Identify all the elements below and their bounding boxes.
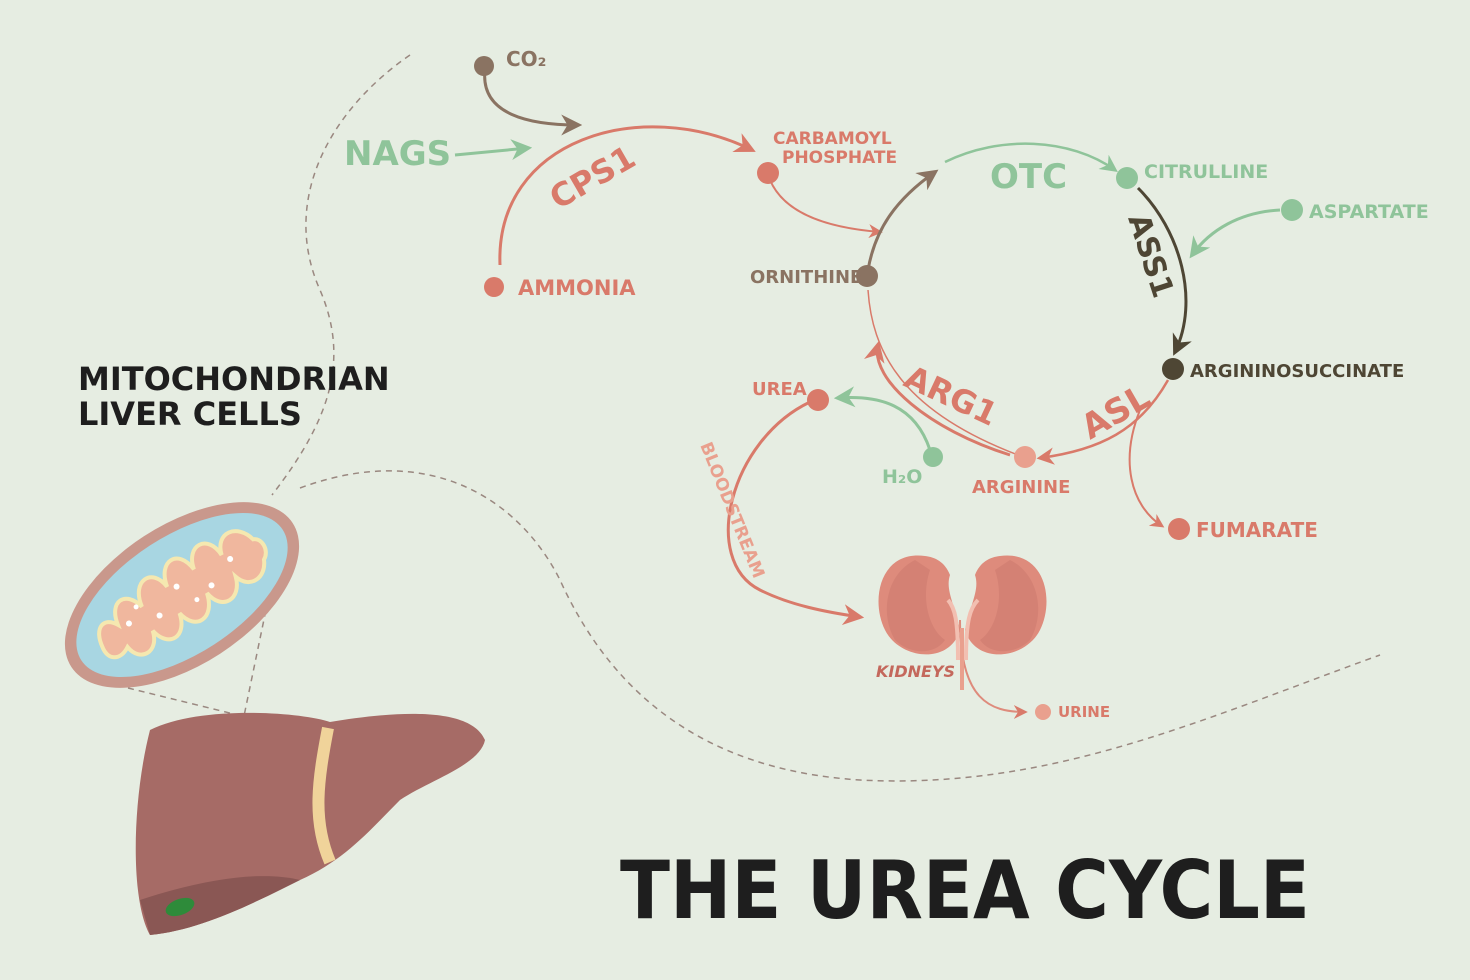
argininosuccinate-node	[1162, 358, 1184, 380]
enzyme-ass1: ASS1	[1120, 210, 1180, 303]
aspartate-arrow	[1189, 208, 1281, 259]
carbamoyl-node	[757, 162, 779, 184]
co2-arrow	[483, 69, 583, 136]
carbamoyl-arrow	[769, 179, 883, 239]
arginine-label: ARGININE	[972, 477, 1070, 498]
bloodstream-arrow	[726, 400, 865, 626]
citrulline-label: CITRULLINE	[1144, 161, 1268, 183]
ammonia-label: AMMONIA	[518, 276, 636, 300]
enzyme-asl: ASL	[1075, 377, 1158, 448]
nags-arrow	[454, 139, 533, 161]
cps1-arrow	[498, 125, 756, 266]
enzyme-otc: OTC	[990, 157, 1067, 197]
mitochondrion-illustration	[64, 502, 300, 688]
enzyme-nags: NAGS	[344, 134, 451, 174]
co2-label: CO₂	[506, 47, 546, 71]
h2o-node	[923, 447, 943, 467]
h2o-urea-arrow	[833, 386, 932, 451]
otc-arrow	[944, 142, 1118, 173]
h2o-label: H₂O	[882, 466, 922, 488]
metabolite-nodes	[474, 56, 1303, 720]
liver-illustration	[135, 712, 485, 935]
dashed-connector-lines	[127, 54, 1381, 782]
fumarate-node	[1168, 518, 1190, 540]
urea-node	[807, 389, 829, 411]
urine-node	[1035, 704, 1051, 720]
ornithine-arrow	[866, 169, 939, 271]
carbamoyl-label-2: PHOSPHATE	[782, 148, 897, 168]
argininosuccinate-label: ARGININOSUCCINATE	[1190, 361, 1404, 382]
citrulline-node	[1116, 167, 1138, 189]
ornithine-label: ORNITHINE	[750, 267, 862, 288]
kidneys-illustration	[878, 555, 1047, 690]
arg1-arrow	[864, 340, 1011, 457]
kidneys-label: KIDNEYS	[876, 662, 955, 681]
dashed-line-long	[299, 470, 1381, 782]
fumarate-arrow	[1128, 409, 1165, 528]
dashed-line-mito-liver-right	[243, 599, 269, 717]
subtitle-line-2: LIVER CELLS	[78, 395, 302, 433]
dashed-line-top	[271, 54, 411, 496]
ass1-arrow	[1136, 186, 1192, 356]
aspartate-label: ASPARTATE	[1309, 201, 1429, 223]
fumarate-label: FUMARATE	[1196, 518, 1318, 542]
subtitle-line-1: MITOCHONDRIAN	[78, 360, 390, 398]
enzyme-cps1: CPS1	[543, 138, 642, 217]
ornithine-node	[856, 265, 878, 287]
cycle-arrows	[454, 69, 1281, 719]
arginine-node	[1014, 446, 1036, 468]
asl-arrow	[1036, 379, 1170, 465]
co2-node	[474, 56, 494, 76]
ammonia-node	[484, 277, 504, 297]
aspartate-node	[1281, 199, 1303, 221]
dashed-line-mito-liver-left	[127, 687, 243, 717]
urea-label: UREA	[752, 379, 807, 400]
page-title: THE UREA CYCLE	[620, 844, 1310, 937]
cycle-thin-line	[867, 289, 1019, 456]
urine-label: URINE	[1058, 703, 1110, 721]
bloodstream-label: BLOODSTREAM	[695, 439, 768, 581]
carbamoyl-label-1: CARBAMOYL	[773, 129, 892, 149]
